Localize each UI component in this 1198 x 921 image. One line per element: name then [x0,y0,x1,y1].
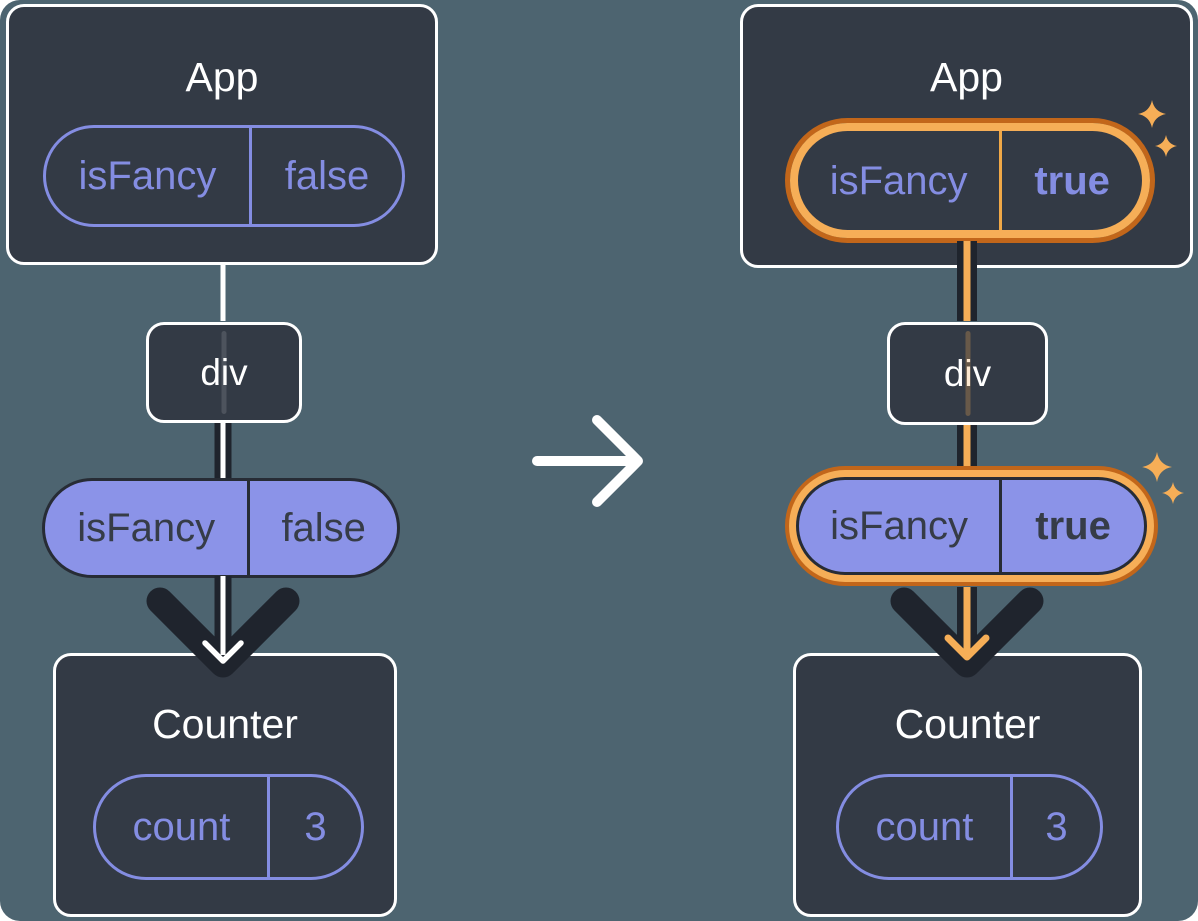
prop-name: isFancy [45,481,251,575]
app-component-card: App isFancy true [740,4,1193,268]
passthrough-node-card: div [146,322,302,423]
prop-pill: isFancy false [43,125,405,227]
state-name: count [839,777,1013,877]
component-title: App [185,54,259,100]
prop-value: false [284,154,370,198]
state-name: count [96,777,270,877]
prop-pill-solid-highlighted: isFancy true [796,477,1147,575]
sparkle-icon [1142,452,1172,482]
component-title: Counter [894,701,1041,747]
app-component-card: App isFancy false [6,4,438,265]
state-value: 3 [1045,805,1068,849]
prop-value: true [1034,158,1110,203]
after-flow-arrow [890,241,1044,678]
counter-component-card: Counter count 3 [53,653,397,917]
transition-arrow-icon [532,415,643,507]
prop-value: true [1035,504,1111,548]
prop-name: isFancy [799,480,1003,572]
prop-pill-solid: isFancy false [42,478,400,578]
prop-value: false [281,506,366,550]
sparkle-icon [1162,482,1184,504]
component-title: App [930,54,1003,100]
counter-component-card: Counter count 3 [793,653,1142,917]
passthrough-node-card: div [887,322,1048,425]
state-value: 3 [304,805,327,849]
passthrough-label: div [943,352,992,394]
prop-passthrough-line [965,331,970,416]
prop-passthrough-line [221,331,227,414]
prop-name: isFancy [46,128,252,224]
prop-name: isFancy [798,131,1003,230]
state-pill: count 3 [93,774,364,880]
state-pill: count 3 [836,774,1103,880]
component-title: Counter [152,701,298,747]
passthrough-label: div [200,351,248,393]
prop-pill-highlighted: isFancy true [790,123,1150,238]
